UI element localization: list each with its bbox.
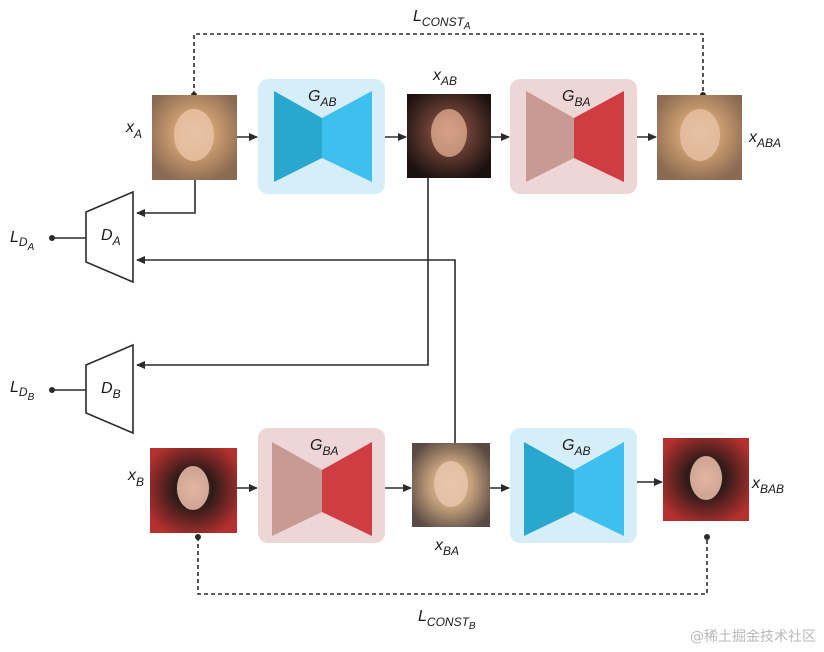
label-l-const-a: LCONSTA xyxy=(413,8,471,32)
label-g-ab-top: GAB xyxy=(308,88,336,109)
label-g-ba-bottom: GBA xyxy=(310,437,338,458)
image-x-a xyxy=(152,95,237,180)
generator-g-ab-top xyxy=(258,79,385,194)
label-x-b: xB xyxy=(127,467,144,489)
l-const-a-loop xyxy=(193,33,704,95)
label-l-const-b: LCONSTB xyxy=(418,608,476,632)
arrow-xba-to-da xyxy=(136,256,456,443)
l-db-dot xyxy=(49,387,55,393)
label-g-ba-top: GBA xyxy=(562,88,590,109)
label-x-ab: xAB xyxy=(432,67,457,88)
label-x-ba: xBA xyxy=(434,537,459,558)
discriminator-d-b xyxy=(85,343,134,435)
label-d-b: DB xyxy=(101,380,121,401)
l-const-b-dot-right xyxy=(704,534,710,540)
generator-g-ab-bottom xyxy=(510,428,637,543)
label-l-da: LDA xyxy=(10,229,35,253)
generator-g-ba-bottom xyxy=(258,428,385,543)
l-da-dot xyxy=(49,235,55,241)
label-d-a: DA xyxy=(101,227,121,248)
image-x-bab xyxy=(663,438,749,521)
arrow-xa-to-da xyxy=(136,180,196,217)
arrow-xab-to-db xyxy=(136,178,429,369)
label-x-a: xA xyxy=(125,119,142,141)
generator-g-ba-top xyxy=(510,79,637,194)
label-g-ab-bottom: GAB xyxy=(562,437,590,458)
discriminator-d-a xyxy=(85,190,134,284)
l-const-b-loop xyxy=(197,537,708,595)
label-x-aba: xABA xyxy=(748,129,781,150)
label-l-db: LDB xyxy=(10,379,35,403)
label-x-bab: xBAB xyxy=(751,475,784,496)
image-x-aba xyxy=(657,95,742,180)
image-x-b xyxy=(150,448,237,533)
l-const-b-dot-left xyxy=(195,534,201,540)
image-x-ba xyxy=(412,443,490,527)
watermark: @稀土掘金技术社区 xyxy=(690,629,816,645)
image-x-ab xyxy=(407,94,491,178)
